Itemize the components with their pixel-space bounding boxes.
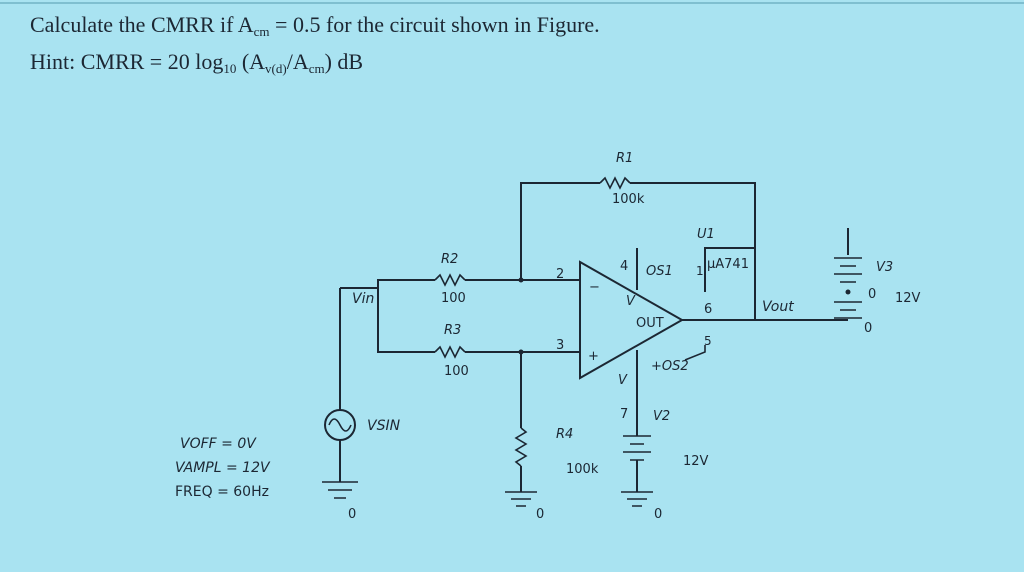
r1-left-wire xyxy=(520,182,600,258)
resistor-r1 xyxy=(599,176,631,190)
r3-value: 100 xyxy=(444,364,469,379)
question-suffix: = 0.5 for the circuit shown in Figure. xyxy=(269,12,600,37)
plus-pin-symbol: + xyxy=(588,349,599,364)
hint-mid: (A xyxy=(236,49,266,74)
ground-icon-vsin xyxy=(322,481,358,499)
pin-2-label: 2 xyxy=(556,267,564,282)
u1-part-label: µA741 xyxy=(707,257,749,272)
vout-label: Vout xyxy=(762,299,794,315)
avd-subscript: v(d) xyxy=(265,61,287,76)
v-minus-label: V xyxy=(626,294,636,309)
v2-value: 12V xyxy=(683,454,709,469)
u1-label: U1 xyxy=(697,227,715,242)
vsin-label: VSIN xyxy=(367,418,401,434)
hint-prefix: Hint: CMRR = 20 log xyxy=(30,49,224,74)
r1-right-wire xyxy=(630,182,756,320)
pin-5-label: 5 xyxy=(704,334,712,348)
acm-hint-subscript: cm xyxy=(308,61,325,76)
ground-label-vsin: 0 xyxy=(348,507,356,522)
os2-wire xyxy=(684,345,706,361)
pin-7-label: 7 xyxy=(620,407,628,422)
battery-icon-v2 xyxy=(623,435,651,461)
r3-label: R3 xyxy=(444,323,461,338)
voff-label: VOFF = 0V xyxy=(180,436,257,452)
junction-node-r4 xyxy=(518,349,524,355)
resistor-r4 xyxy=(514,427,528,467)
log-base-subscript: 10 xyxy=(223,61,237,76)
minus-pin-symbol: − xyxy=(589,280,600,295)
ground-icon-v2 xyxy=(621,491,653,507)
vampl-label: VAMPL = 12V xyxy=(175,460,271,476)
ground-label-v3: 0 xyxy=(864,321,872,336)
os2-pin-label: +OS2 xyxy=(651,359,689,374)
ground-label-v2: 0 xyxy=(654,507,662,522)
top-rule xyxy=(0,2,1024,4)
r2-label: R2 xyxy=(441,252,458,267)
sine-wave-icon xyxy=(328,418,352,432)
acm-subscript: cm xyxy=(253,24,270,39)
ground-label-r4: 0 xyxy=(536,507,544,522)
vin-top-wire xyxy=(377,279,435,288)
op-amp-u1 xyxy=(579,260,685,380)
vin-bottom-wire xyxy=(377,288,435,353)
r1-value: 100k xyxy=(612,192,645,207)
hint-suffix: ) dB xyxy=(324,49,364,74)
resistor-r3 xyxy=(434,345,466,359)
v2-label: V2 xyxy=(653,409,670,424)
r2-value: 100 xyxy=(441,291,466,306)
v3-label: V3 xyxy=(876,260,893,275)
ground-icon-r4 xyxy=(505,491,537,507)
out-pin-label: OUT xyxy=(636,316,664,331)
pin-6-label: 6 xyxy=(704,302,712,317)
resistor-r2 xyxy=(434,273,466,287)
r4-label: R4 xyxy=(556,427,573,442)
os1-wire xyxy=(704,247,755,292)
r4-value: 100k xyxy=(566,462,599,477)
question-text: Calculate the CMRR if Acm = 0.5 for the … xyxy=(30,10,600,84)
question-prefix: Calculate the CMRR if A xyxy=(30,12,254,37)
r1-label: R1 xyxy=(616,151,633,166)
vin-label: Vin xyxy=(352,291,374,307)
pin-3-label: 3 xyxy=(556,338,564,353)
v3-node xyxy=(845,289,851,295)
os1-pin-label: OS1 xyxy=(646,264,673,279)
v3-zero-label: 0 xyxy=(868,287,876,302)
pin-4-label: 4 xyxy=(620,259,628,274)
hint-slash: /A xyxy=(286,49,309,74)
battery-icon-v3 xyxy=(834,257,862,283)
v3-value: 12V xyxy=(895,291,921,306)
question-line: Calculate the CMRR if Acm = 0.5 for the … xyxy=(30,10,600,47)
battery-icon-v3-lower xyxy=(834,301,862,319)
freq-label: FREQ = 60Hz xyxy=(175,484,269,500)
hint-line: Hint: CMRR = 20 log10 (Av(d)/Acm) dB xyxy=(30,47,600,84)
pin-1-label: 1 xyxy=(696,264,704,278)
v-plus-label: V xyxy=(618,373,628,388)
